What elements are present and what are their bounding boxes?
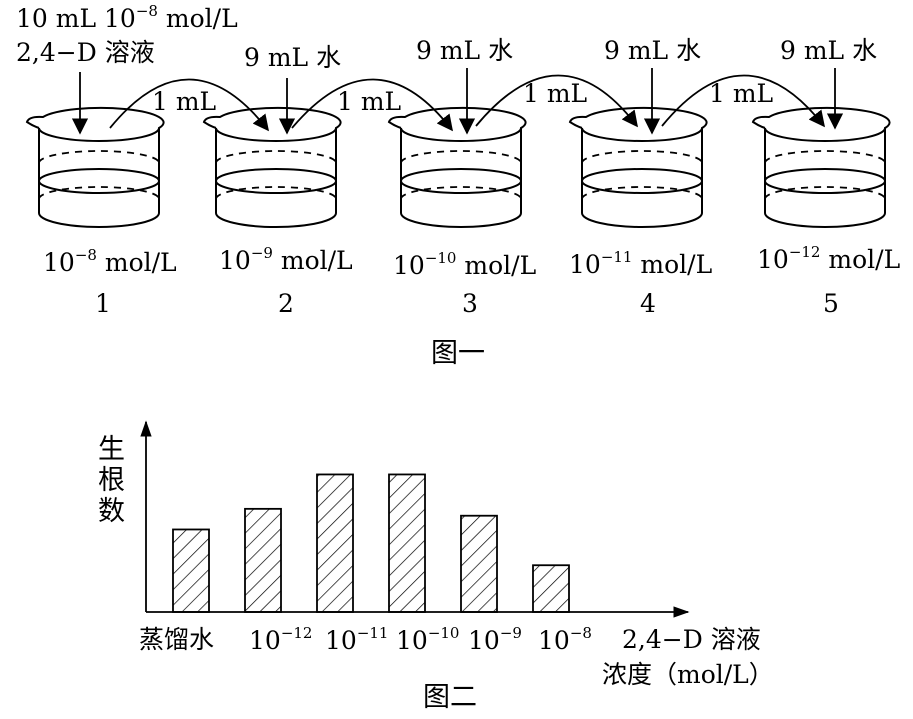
transfer-label-2: 1 mL [337,87,402,116]
beaker-1 [25,106,165,228]
beaker-4-dashed-line-2 [581,186,703,200]
initial-solution-name: 2,4−D 溶液 [16,38,155,67]
beaker-2-dashed-line-2 [215,186,337,200]
beaker-4-rim-front [581,127,703,142]
tick-label-1e-10: 10−10 [396,624,460,655]
beaker-3-liquid-line [400,180,522,194]
transfer-label-3: 1 mL [523,79,588,108]
transfer-arrow-2 [291,78,453,132]
beaker-1-number: 1 [95,289,111,318]
y-axis-label-char-1: 生 [98,434,125,465]
beaker-3-outline [387,106,527,228]
beaker-3-rim-front [400,127,522,142]
beaker-5 [751,106,891,228]
tick-label-1e-12: 10−12 [249,624,313,655]
beaker-2-dashed-line-1 [215,150,337,164]
bar-1e-12 [244,507,282,613]
beaker-1-liquid-line [38,180,160,194]
transfer-arrow-4 [661,74,825,128]
beaker-5-rim-front [764,127,886,142]
tick-label-1e-9: 10−9 [468,624,522,655]
beaker-1-dashed-line-2 [38,186,160,200]
x-axis-label-line2: 浓度（mol/L） [602,660,774,689]
beaker-5-number: 5 [823,289,839,318]
beaker-2-number: 2 [278,289,294,318]
bar-1e-8 [532,564,570,613]
tick-label-distilled-water: 蒸馏水 [139,625,215,654]
beaker-4-concentration: 10−11 mol/L [569,248,713,279]
x-axis-label-line1: 2,4−D 溶液 [622,625,761,654]
beaker-4-liquid-back [581,168,703,182]
beaker-2-outline [202,106,342,228]
water-label-5: 9 mL 水 [780,36,878,65]
beaker-4-number: 4 [640,289,656,318]
beaker-3-number: 3 [462,289,478,318]
beaker-4 [568,106,708,228]
initial-solution-label: 10 mL 10−8 mol/L [16,2,238,33]
transfer-label-1: 1 mL [152,87,217,116]
beaker-1-dashed-line-1 [38,150,160,164]
water-label-3: 9 mL 水 [416,36,514,65]
transfer-arrow-1 [109,78,269,132]
transfer-label-4: 1 mL [709,79,774,108]
beaker-3-dashed-line-1 [400,150,522,164]
beaker-3 [387,106,527,228]
beaker-5-dashed-line-1 [764,150,886,164]
beaker-5-concentration: 10−12 mol/L [757,243,901,274]
bar-1e-11 [316,473,354,613]
beaker-4-liquid-line [581,180,703,194]
beaker-2-liquid-back [215,168,337,182]
beaker-1-outline [25,106,165,228]
beaker-4-outline [568,106,708,228]
beaker-2-rim-front [215,127,337,142]
beaker-3-liquid-back [400,168,522,182]
y-axis-label-char-3: 数 [98,496,125,527]
water-label-2: 9 mL 水 [244,43,342,72]
bar-distilled-water [172,528,210,613]
beaker-4-dashed-line-1 [581,150,703,164]
beaker-2 [202,106,342,228]
figure2-caption: 图二 [423,682,477,713]
beaker-5-liquid-back [764,168,886,182]
beaker-1-concentration: 10−8 mol/L [43,246,177,277]
water-label-4: 9 mL 水 [604,36,702,65]
transfer-arrow-3 [475,74,638,128]
beaker-1-rim-front [38,127,160,142]
beaker-3-concentration: 10−10 mol/L [393,249,537,280]
beaker-5-liquid-line [764,180,886,194]
y-axis-label-char-2: 根 [98,465,125,496]
bar-1e-10 [388,473,426,613]
tick-label-1e-8: 10−8 [538,624,592,655]
beaker-3-dashed-line-2 [400,186,522,200]
beaker-2-liquid-line [215,180,337,194]
figure1-caption: 图一 [431,338,485,369]
beaker-1-liquid-back [38,168,160,182]
tick-label-1e-11: 10−11 [325,624,389,655]
bar-1e-9 [460,514,498,613]
beaker-5-dashed-line-2 [764,186,886,200]
beaker-2-concentration: 10−9 mol/L [219,244,353,275]
beaker-5-outline [751,106,891,228]
